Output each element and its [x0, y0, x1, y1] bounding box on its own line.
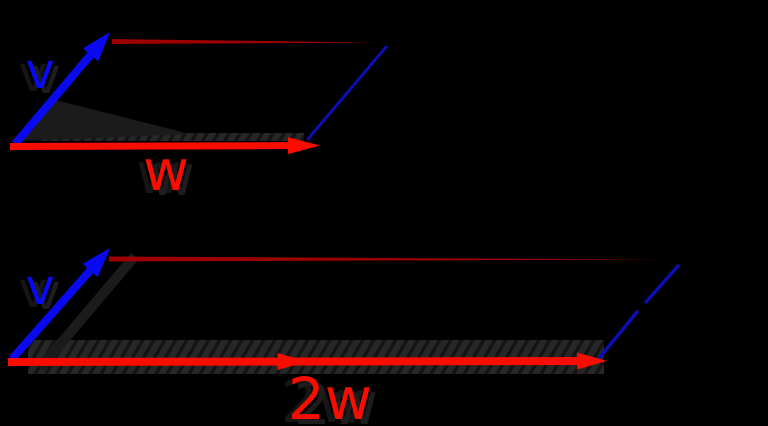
edge-w-shifted-top — [112, 39, 378, 44]
edge-v-shifted-bottom — [644, 264, 680, 304]
label-vector-w-top: w — [143, 139, 189, 204]
parallelogram-v-plus-2w — [7, 248, 680, 374]
label-vector-v-bottom: v — [25, 258, 55, 316]
vector-2w-arrow-bottom-mid-head — [277, 353, 308, 371]
edge-v-shifted-bottom — [598, 310, 639, 359]
edge-2w-shifted-bottom — [109, 256, 665, 262]
shadow-band — [28, 340, 604, 374]
parallelogram-v-plus-w — [9, 32, 388, 155]
label-vector-2w-bottom: 2w — [287, 365, 373, 426]
shadow-band — [42, 133, 304, 141]
shadow-of-v — [36, 252, 139, 372]
vector-2w-arrow-bottom-head — [576, 352, 607, 370]
vector-w-arrow-top-shaft — [9, 142, 303, 150]
vector-v-arrow-top-head — [82, 32, 110, 62]
edge-v-shifted-top — [306, 45, 388, 141]
vector-v-arrow-bottom-head — [82, 248, 110, 278]
vector-w-arrow-top-head — [287, 137, 320, 155]
shadow-wedge — [20, 100, 190, 141]
label-vector-v-top: v — [25, 42, 55, 100]
vector-v-arrow-bottom-shaft — [9, 257, 103, 362]
vector-v-arrow-top-shaft — [11, 41, 103, 147]
